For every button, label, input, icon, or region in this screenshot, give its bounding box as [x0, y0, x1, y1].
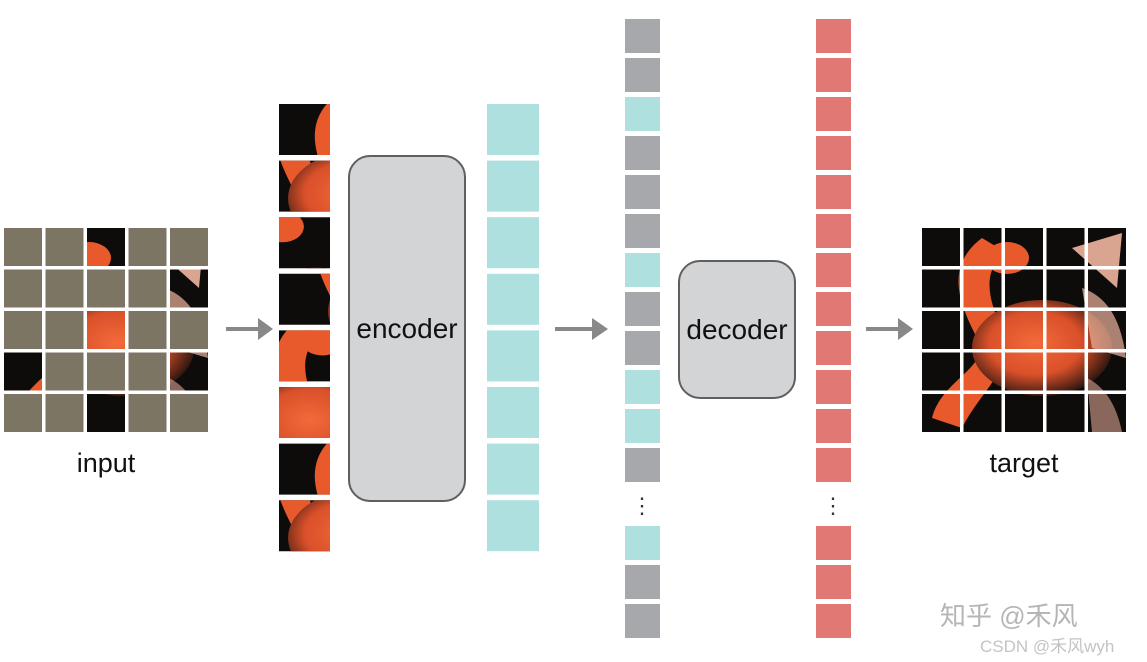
- encoded-token: [625, 526, 660, 560]
- output-token: [816, 565, 851, 599]
- visible-patch-tile: [279, 160, 330, 212]
- output-token: [816, 136, 851, 170]
- masked-patch: [87, 352, 125, 391]
- masked-patch: [170, 228, 208, 266]
- mask-token: [625, 175, 660, 209]
- mask-token: [625, 565, 660, 599]
- masked-patch: [87, 269, 125, 308]
- masked-patch: [45, 352, 84, 391]
- mask-token: [625, 292, 660, 326]
- masked-patch: [45, 311, 84, 349]
- output-token: [816, 331, 851, 365]
- masked-patch: [128, 228, 167, 266]
- visible-patch-column: [279, 104, 330, 552]
- visible-patch-tile: [279, 387, 330, 438]
- mask-token: [625, 331, 660, 365]
- decoder-input-column: ⋮: [625, 19, 660, 638]
- visible-patch-tile: [279, 273, 330, 325]
- arrow-decoder-to-target: [866, 318, 913, 340]
- encoded-token: [487, 500, 539, 552]
- output-token: [816, 604, 851, 638]
- output-token: [816, 175, 851, 209]
- visible-patch-tile: [279, 217, 330, 269]
- encoded-token: [625, 409, 660, 443]
- visible-patch-tile: [279, 330, 330, 382]
- encoded-token: [487, 330, 539, 382]
- input-image-grid: [4, 228, 208, 432]
- mask-token: [625, 448, 660, 482]
- output-token: [816, 97, 851, 131]
- visible-patch-tile: [279, 500, 330, 552]
- encoded-token: [487, 104, 539, 155]
- target-image-grid: [922, 228, 1126, 432]
- masked-patch: [170, 311, 208, 349]
- output-token: [816, 448, 851, 482]
- masked-patch: [45, 394, 84, 432]
- encoded-token: [625, 370, 660, 404]
- arrow-encoder-to-decoder: [555, 318, 608, 340]
- encoded-token: [625, 253, 660, 287]
- visible-patch-tile: [279, 443, 330, 495]
- zhihu-watermark: 知乎 @禾风: [940, 601, 1078, 631]
- output-token: [816, 409, 851, 443]
- output-token: [816, 19, 851, 53]
- mask-token: [625, 136, 660, 170]
- masked-patch: [4, 228, 42, 266]
- decoder-label: decoder: [686, 313, 788, 345]
- masked-patch: [45, 269, 84, 308]
- encoded-token: [487, 217, 539, 269]
- visible-patch-tile: [279, 104, 330, 155]
- encoded-token-column: [487, 104, 539, 552]
- decoder-output-column: ⋮: [816, 19, 851, 638]
- masked-patch: [45, 228, 84, 266]
- masked-patch: [128, 394, 167, 432]
- masked-patch: [128, 311, 167, 349]
- encoded-token: [487, 443, 539, 495]
- output-token: [816, 214, 851, 248]
- mask-token: [625, 214, 660, 248]
- masked-patch: [4, 269, 42, 308]
- output-token: [816, 253, 851, 287]
- masked-patch: [170, 394, 208, 432]
- decoder-block: decoder: [678, 260, 796, 399]
- masked-patch: [128, 352, 167, 391]
- encoded-token: [487, 160, 539, 212]
- mask-token: [625, 58, 660, 92]
- encoded-token: [487, 387, 539, 438]
- target-label: target: [989, 448, 1059, 478]
- input-label: input: [76, 448, 136, 478]
- output-token: [816, 526, 851, 560]
- arrow-input-to-patches: [226, 318, 273, 340]
- encoder-block: encoder: [348, 155, 466, 502]
- encoded-token: [625, 97, 660, 131]
- ellipsis: ⋮: [631, 493, 653, 518]
- mask-token: [625, 604, 660, 638]
- csdn-watermark: CSDN @禾风wyh: [980, 637, 1115, 656]
- masked-patch: [128, 269, 167, 308]
- encoded-token: [487, 273, 539, 325]
- output-token: [816, 58, 851, 92]
- output-token: [816, 292, 851, 326]
- mask-token: [625, 19, 660, 53]
- ellipsis: ⋮: [822, 493, 844, 518]
- masked-patch: [4, 394, 42, 432]
- output-token: [816, 370, 851, 404]
- encoder-label: encoder: [356, 312, 458, 344]
- masked-patch: [4, 311, 42, 349]
